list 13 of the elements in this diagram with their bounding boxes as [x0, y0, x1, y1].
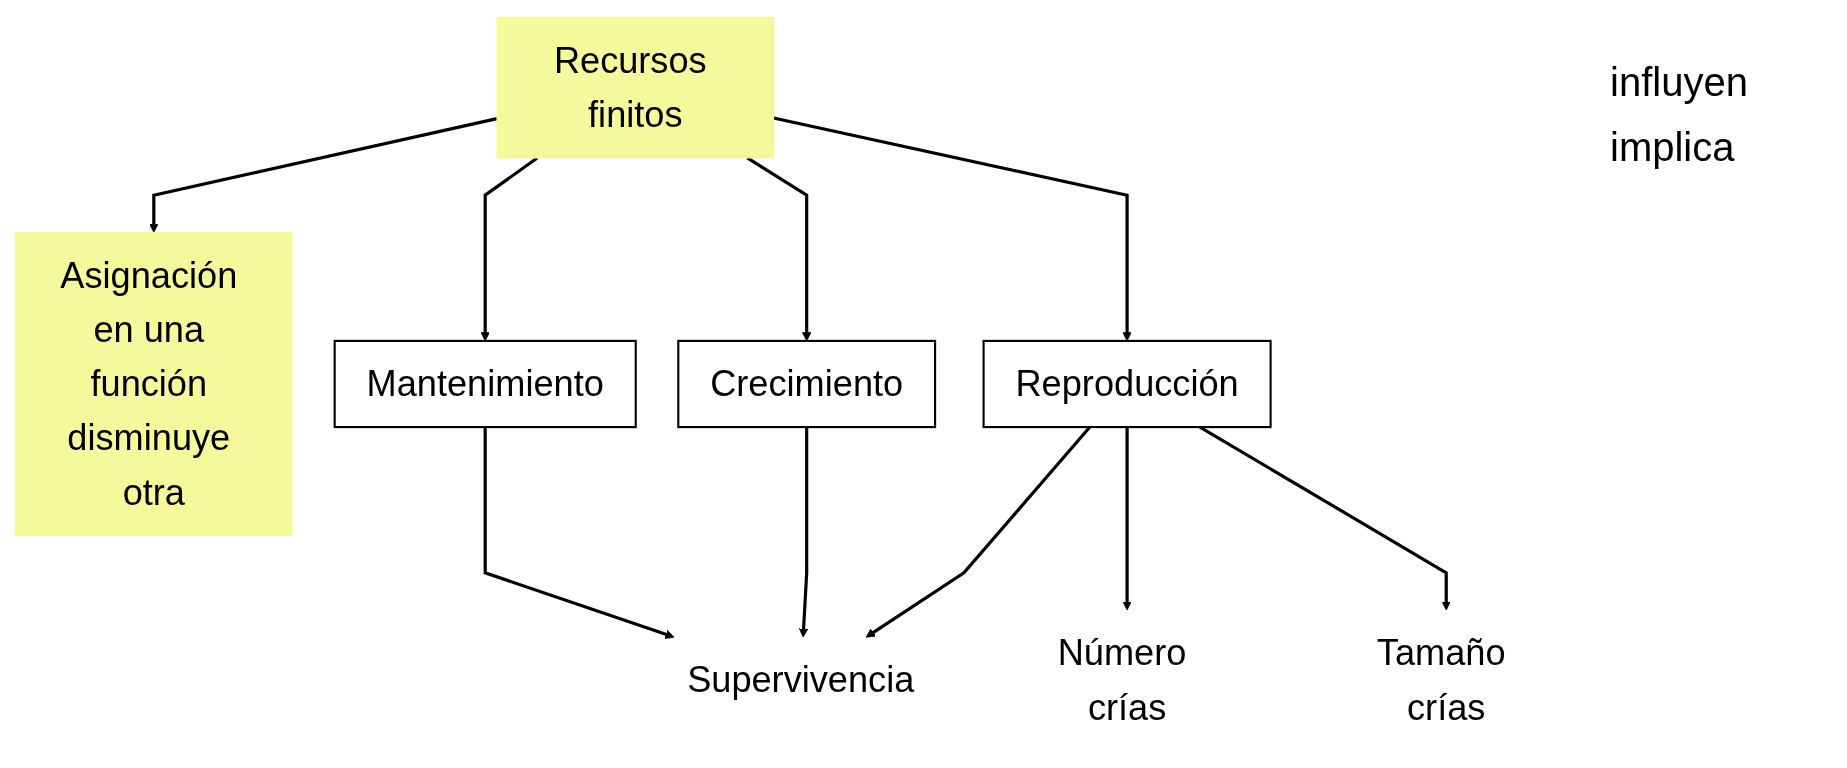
node-box: Mantenimiento: [333, 339, 637, 429]
arrow: [483, 427, 675, 639]
node-box: Crecimiento: [677, 339, 937, 429]
node-text: Supervivencia: [687, 659, 915, 700]
node-box: Reproducción: [982, 339, 1272, 429]
node-text: Número crías: [1057, 632, 1187, 728]
node-box: Asignación en una función disminuye otra: [14, 231, 293, 537]
node-box: Recursos finitos: [496, 17, 775, 159]
node-text: Tamaño crías: [1376, 632, 1506, 728]
arrow: [1122, 427, 1132, 611]
arrow: [798, 427, 809, 638]
note-label: influyen: [1610, 60, 1749, 105]
note-label: implica: [1610, 125, 1736, 170]
